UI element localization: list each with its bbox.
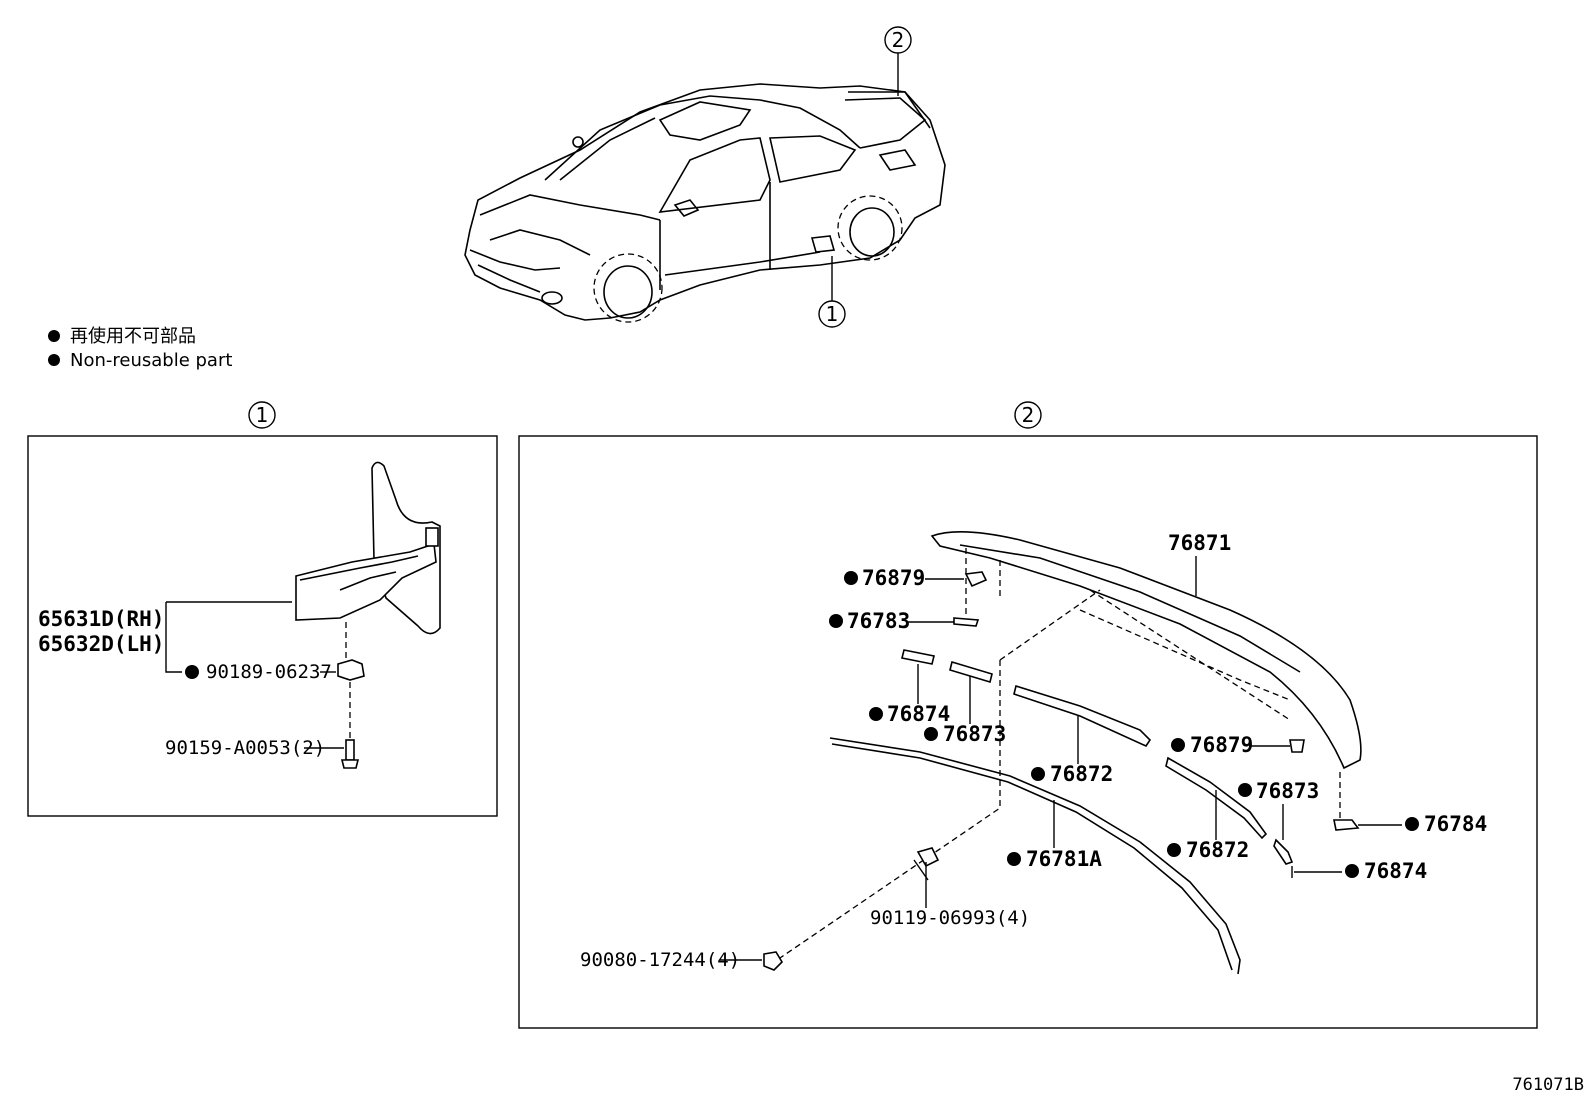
- part-number-seal: 76781A: [1026, 847, 1102, 871]
- non-reusable-bullet-icon: [1171, 738, 1185, 752]
- callout-2-car: 2: [884, 26, 912, 96]
- part-number-nut-right: 76879: [1190, 733, 1253, 757]
- part-number-gasket-a: 76874: [887, 702, 950, 726]
- part-number-rh: 65631D(RH): [38, 607, 164, 631]
- grommet-icon: [763, 951, 784, 971]
- panel-2-rear-spoiler: 2 76871 76879 76783 76874 7687: [518, 401, 1538, 1029]
- svg-text:1: 1: [256, 403, 269, 427]
- non-reusable-bullet-icon: [1405, 817, 1419, 831]
- diagram-id: 761071B: [1512, 1075, 1584, 1095]
- part-number-clip: 90189-06237: [206, 661, 332, 683]
- car-overview-illustration: [464, 83, 946, 323]
- part-number-plate: 76783: [847, 609, 910, 633]
- bracket-icon: [1333, 819, 1360, 831]
- non-reusable-bullet-icon: [829, 614, 843, 628]
- callout-1-car: 1: [818, 256, 846, 328]
- part-number-bracket: 76784: [1424, 812, 1487, 836]
- non-reusable-bullet-icon: [185, 665, 199, 679]
- part-number-bolt: 90119-06993(4): [870, 907, 1030, 929]
- svg-text:1: 1: [826, 302, 839, 326]
- non-reusable-bullet-icon: [844, 571, 858, 585]
- non-reusable-bullet-icon: [1238, 783, 1252, 797]
- part-number-nut-top: 76879: [862, 566, 925, 590]
- non-reusable-bullet-icon: [1007, 852, 1021, 866]
- nut-icon: [964, 571, 988, 588]
- mudflap-illustration: [295, 461, 441, 635]
- nut-icon: [1289, 739, 1305, 753]
- legend-en-label: Non-reusable part: [70, 350, 232, 371]
- tape-icon: [1165, 756, 1268, 840]
- part-number-tape-a: 76872: [1050, 762, 1113, 786]
- non-reusable-bullet-icon: [48, 330, 60, 342]
- seal-strip-icon: [829, 737, 1241, 975]
- part-number-gasket-c: 76873: [1256, 779, 1319, 803]
- non-reusable-bullet-icon: [1345, 864, 1359, 878]
- legend-jp-label: 再使用不可部品: [70, 326, 196, 347]
- part-number-spoiler: 76871: [1168, 531, 1231, 555]
- non-reusable-bullet-icon: [48, 354, 60, 366]
- part-number-gasket-b: 76873: [943, 722, 1006, 746]
- gasket-icon: [949, 660, 993, 684]
- part-number-gasket-d: 76874: [1364, 859, 1427, 883]
- part-number-lh: 65632D(LH): [38, 632, 164, 656]
- legend: 再使用不可部品 Non-reusable part: [48, 326, 232, 371]
- non-reusable-bullet-icon: [869, 707, 883, 721]
- non-reusable-bullet-icon: [924, 727, 938, 741]
- rear-spoiler-illustration: [930, 531, 1362, 770]
- tape-icon: [1013, 684, 1152, 748]
- part-number-tape-b: 76872: [1186, 838, 1249, 862]
- non-reusable-bullet-icon: [1031, 767, 1045, 781]
- gasket-icon: [1273, 838, 1294, 865]
- non-reusable-bullet-icon: [1167, 843, 1181, 857]
- part-number-screw: 90159-A0053(2): [165, 737, 325, 759]
- panel-1-mudflap: 1 65631D(RH) 65632D(LH) 90189-06237 9015…: [27, 401, 498, 817]
- part-number-grommet: 90080-17244(4): [580, 949, 740, 971]
- svg-text:2: 2: [892, 28, 905, 52]
- clip-icon: [337, 659, 365, 681]
- screw-icon: [340, 739, 360, 769]
- plate-icon: [953, 617, 980, 627]
- gasket-icon: [901, 649, 935, 665]
- svg-text:2: 2: [1022, 403, 1035, 427]
